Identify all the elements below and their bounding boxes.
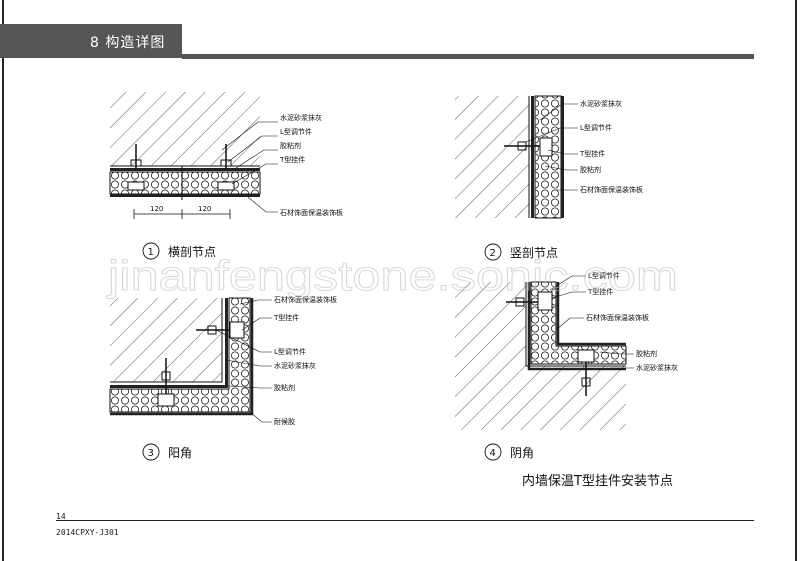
detail-1-label-cement-plaster: 水泥砂浆抹灰 <box>280 113 322 122</box>
detail-2-label-cement-plaster: 水泥砂浆抹灰 <box>580 99 622 108</box>
detail-4-label-l-adjuster: L型调节件 <box>588 271 620 280</box>
detail-3-insulation-panel <box>109 297 251 413</box>
detail-4-label-t-hanger: T型挂件 <box>587 287 613 296</box>
detail-4-number-circle <box>484 443 502 461</box>
frame-left-border <box>2 0 4 561</box>
detail-1-dim-left: 120 <box>150 205 163 213</box>
detail-3-label-stone-panel: 石材饰面保温装饰板 <box>274 295 337 304</box>
section-title: 8 构造详图 <box>90 35 166 51</box>
header-rule <box>182 54 754 59</box>
detail-2-number: 2 <box>490 248 496 259</box>
drawing-main-title: 内墙保温T型挂件安装节点 <box>522 473 673 489</box>
detail-4-label-stone-panel: 石材饰面保温装饰板 <box>586 313 649 322</box>
detail-1-label-adhesive: 胶粘剂 <box>280 141 301 150</box>
detail-2-wall <box>455 96 529 218</box>
detail-1-anchor-left <box>127 144 145 191</box>
frame-right-border <box>795 0 797 561</box>
detail-4-anchor-bottom <box>577 349 595 396</box>
detail-2-caption: 竖剖节点 <box>510 246 558 260</box>
detail-4-label-cement-plaster: 水泥砂浆抹灰 <box>636 363 678 372</box>
detail-2-number-circle <box>484 243 502 261</box>
detail-3-number-circle <box>142 443 160 461</box>
header-tab <box>0 24 182 58</box>
detail-4-drawing: L型调节件 T型挂件 石材饰面保温装饰板 胶粘剂 水泥砂浆抹灰 4 阴角 <box>455 271 678 461</box>
detail-2-label-l-adjuster: L型调节件 <box>580 123 612 132</box>
detail-1-number-circle <box>142 242 160 260</box>
detail-3-number: 3 <box>148 448 154 459</box>
footer-rule <box>56 520 754 521</box>
detail-3-label-cement-plaster: 水泥砂浆抹灰 <box>274 361 316 370</box>
detail-3-label-t-hanger: T型挂件 <box>273 313 299 322</box>
detail-3-anchor-bottom <box>157 358 175 407</box>
detail-3-caption: 阳角 <box>168 446 192 460</box>
watermark: jinanfengstone.sonic.com <box>106 252 678 299</box>
detail-1-label-stone-panel: 石材饰面保温装饰板 <box>280 208 343 217</box>
detail-4-number: 4 <box>490 448 496 459</box>
document-code: 2014CPXY-J301 <box>56 528 119 537</box>
detail-1-label-t-hanger: T型挂件 <box>279 155 305 164</box>
detail-2-anchor <box>504 137 553 157</box>
detail-3-drawing: 石材饰面保温装饰板 T型挂件 L型调节件 水泥砂浆抹灰 胶粘剂 耐候胶 3 阳角 <box>109 295 337 461</box>
detail-3-label-sealant: 耐候胶 <box>274 417 295 426</box>
detail-1-anchor-right <box>217 144 235 191</box>
detail-1-number: 1 <box>148 247 154 258</box>
detail-2-drawing: 水泥砂浆抹灰 L型调节件 T型挂件 胶粘剂 石材饰面保温装饰板 2 竖剖节点 <box>455 95 643 261</box>
detail-4-caption: 阴角 <box>510 446 534 460</box>
detail-3-anchor-side <box>196 321 245 339</box>
detail-1-label-l-adjuster: L型调节件 <box>280 127 312 136</box>
detail-2-label-adhesive: 胶粘剂 <box>580 165 601 174</box>
detail-3-label-adhesive: 胶粘剂 <box>274 383 295 392</box>
detail-4-anchor-side <box>506 291 553 311</box>
detail-4-label-adhesive: 胶粘剂 <box>636 349 657 358</box>
detail-3-label-l-adjuster: L型调节件 <box>274 347 306 356</box>
detail-2-label-t-hanger: T型挂件 <box>579 149 605 158</box>
detail-1-wall <box>110 92 260 166</box>
detail-1-dim-right: 120 <box>198 205 211 213</box>
detail-1-drawing: 120 120 水泥砂浆抹灰 L型调节件 胶粘剂 T型挂件 石材饰面保温装饰板 … <box>109 92 343 260</box>
detail-4-insulation-panel <box>530 281 627 365</box>
detail-4-wall <box>455 282 626 430</box>
detail-1-caption: 横剖节点 <box>168 245 216 259</box>
page-number: 14 <box>56 512 66 521</box>
detail-2-label-stone-panel: 石材饰面保温装饰板 <box>580 185 643 194</box>
